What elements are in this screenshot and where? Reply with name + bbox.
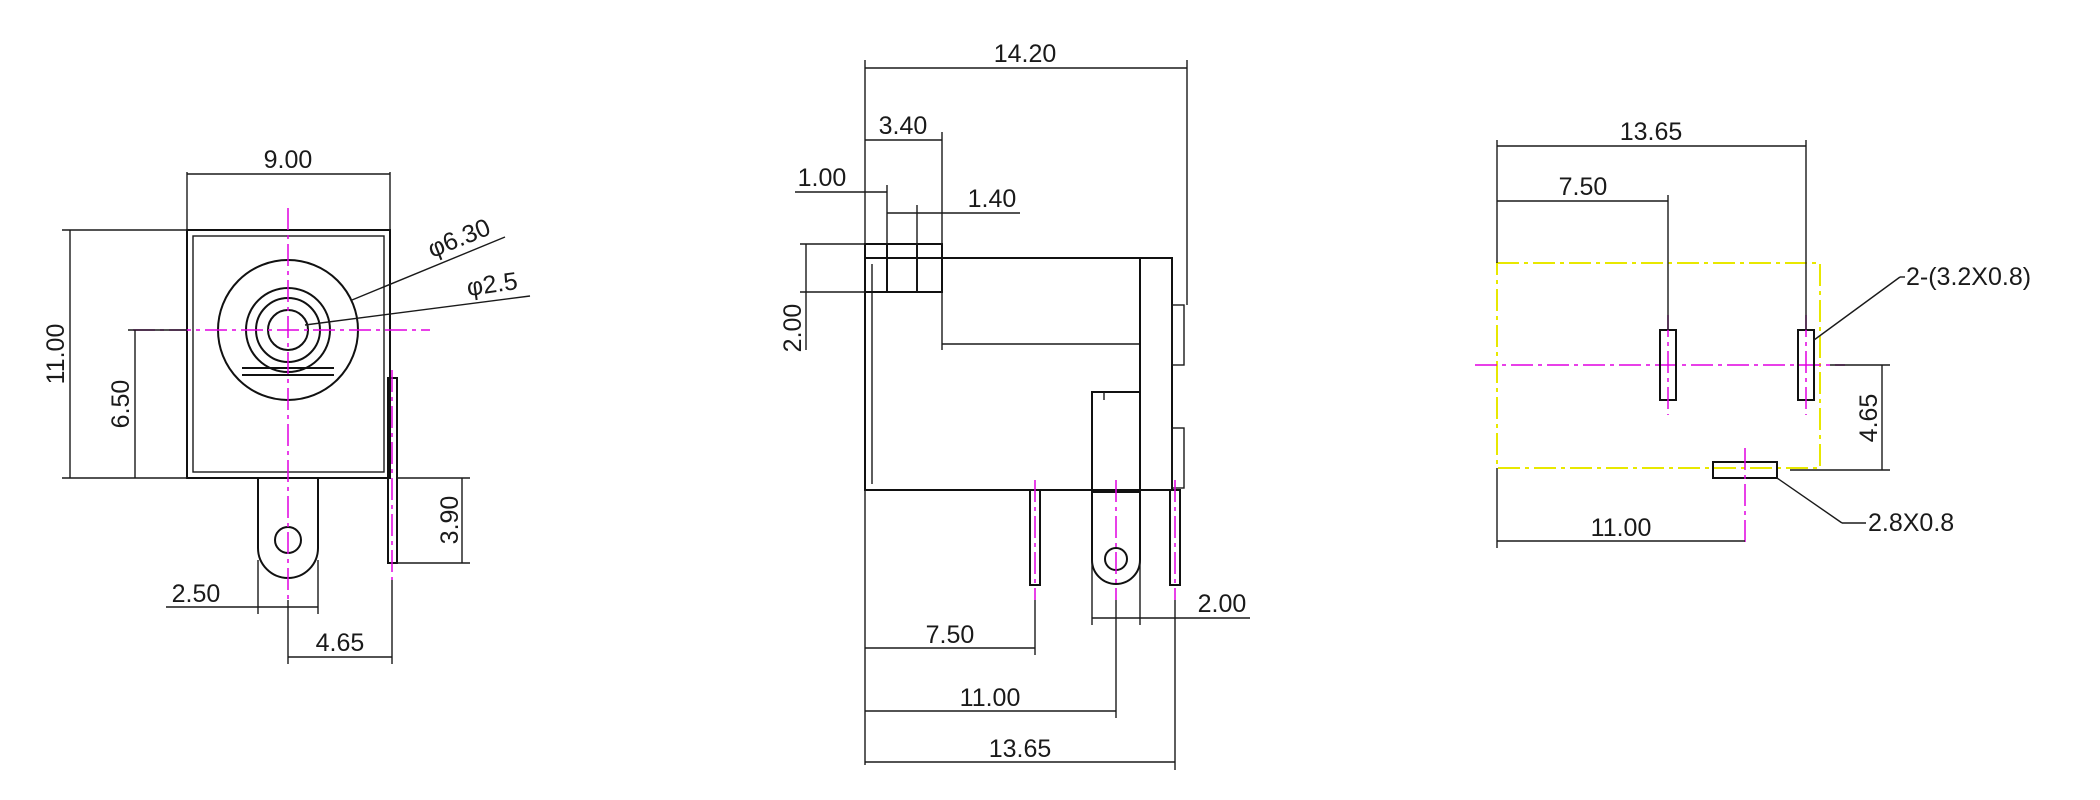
footprint-slot-note: 2-(3.2X0.8)	[1906, 263, 2031, 291]
side-view: 14.20 3.40 1.00 1.40 2.00 2.00 7.50 11.0…	[779, 40, 1250, 770]
side-rear-lug-2	[1171, 427, 1185, 489]
side-nose-step-label: 1.40	[968, 185, 1017, 213]
side-nose-tip	[886, 243, 918, 293]
front-view: 9.00 11.00 6.50 φ6.30 φ2.5 3.90 2.50 4.6…	[42, 146, 531, 664]
side-bracket	[1091, 391, 1141, 493]
side-pin-2	[1091, 490, 1141, 585]
front-pin-offset-label: 2.50	[172, 580, 221, 608]
side-pin-gap-label: 2.00	[1198, 590, 1247, 618]
side-nose-offset-label: 1.00	[798, 164, 847, 192]
side-nose-height-label: 2.00	[779, 304, 807, 353]
footprint-slot-offset-label: 7.50	[1559, 173, 1608, 201]
side-pin-1-label: 7.50	[926, 621, 975, 649]
footprint-row-offset-label: 4.65	[1855, 394, 1883, 443]
side-overall-length-label: 14.20	[994, 40, 1057, 68]
side-rear-housing	[1139, 257, 1173, 491]
side-pin-2-label: 11.00	[960, 684, 1021, 712]
footprint-overall-label: 13.65	[1620, 118, 1683, 146]
footprint-view: 13.65 7.50 4.65 11.00 2-(3.2X0.8) 2.8X0.…	[1475, 118, 2031, 548]
side-rear-lug-1	[1171, 304, 1185, 366]
side-nose	[864, 243, 943, 293]
side-pin-3-label: 13.65	[989, 735, 1052, 763]
front-width-label: 9.00	[264, 146, 313, 174]
footprint-bottom-slot-label: 11.00	[1591, 514, 1652, 542]
front-hole-height-label: 6.50	[107, 380, 135, 429]
front-height-label: 11.00	[42, 324, 70, 385]
front-pin-spacing-label: 4.65	[316, 629, 365, 657]
footprint-bottom-note: 2.8X0.8	[1868, 509, 1954, 537]
front-pin-diameter-label: φ2.5	[465, 267, 519, 302]
side-nose-length-label: 3.40	[879, 112, 928, 140]
front-pin-drop-label: 3.90	[436, 496, 464, 545]
